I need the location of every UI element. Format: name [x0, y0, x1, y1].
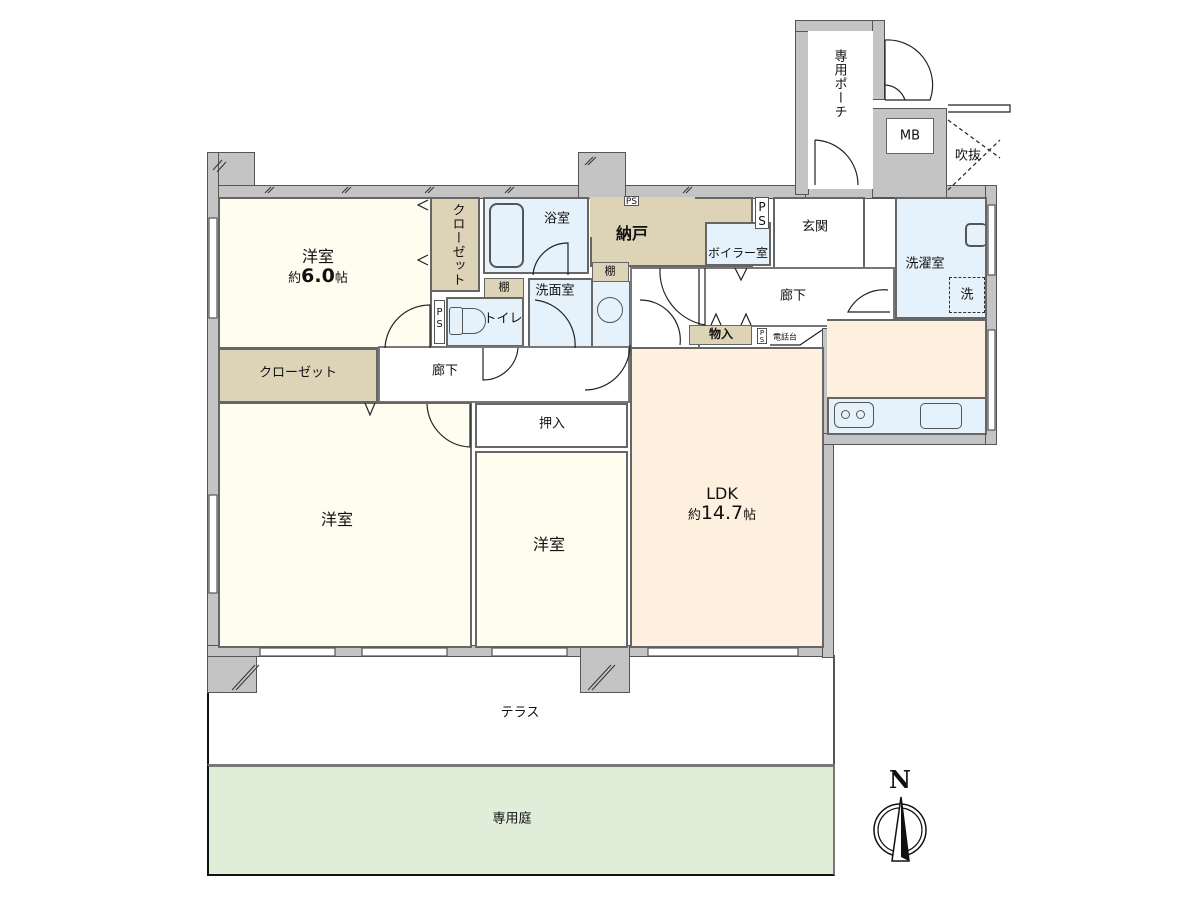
- private-garden-label: 専用庭: [492, 811, 532, 827]
- private-porch: [808, 31, 873, 189]
- western-room-1: [218, 197, 432, 349]
- phone-stand-label: 電話台: [773, 332, 797, 342]
- boiler-room-label: ボイラー室: [707, 246, 769, 261]
- ldk-kitchen-extension: [827, 319, 987, 399]
- washer-space: [949, 277, 985, 313]
- private-porch-label: 専用ポーチ: [831, 49, 847, 119]
- meter-box-label: MB: [899, 128, 921, 144]
- storage-nando-lower: [590, 197, 695, 237]
- storage-monoire: [689, 325, 752, 345]
- burner-right-icon: [856, 410, 865, 419]
- atrium-label: 吹抜: [954, 148, 982, 164]
- western-room-2-label: 洋室: [320, 509, 354, 529]
- closet-vertical: [430, 197, 480, 292]
- compass-north-label: N: [889, 765, 911, 795]
- washroom-label: 洗面室: [535, 283, 575, 299]
- closet-vertical-label: クローゼット: [449, 203, 465, 287]
- closet-horizontal-label: クローゼット: [258, 365, 338, 381]
- north-compass: N: [865, 765, 935, 865]
- hallway-1-label: 廊下: [431, 363, 459, 379]
- storage-monoire-label: 物入: [708, 327, 734, 342]
- storage-nando-label: 納戸: [615, 223, 649, 243]
- closet-horizontal: [218, 348, 378, 403]
- bathtub-icon: [489, 203, 524, 268]
- wall-top-mid-pillar: [578, 152, 626, 199]
- washer-space-label: 洗: [960, 287, 974, 303]
- closet-oshiire: [475, 403, 628, 448]
- wall-bottom-mid-pillar: [580, 645, 630, 693]
- ldk-area: 約14.7帖: [687, 502, 757, 525]
- hallway-2-label: 廊下: [779, 288, 807, 304]
- western-room-1-area: 約6.0帖: [288, 265, 348, 288]
- ldk-label: LDK 約14.7帖: [687, 483, 757, 525]
- sink-icon: [965, 223, 987, 247]
- private-garden-area: [207, 764, 835, 876]
- western-room-3: [475, 451, 628, 648]
- western-room-3-label: 洋室: [532, 534, 566, 554]
- kitchen-sink-icon: [920, 403, 962, 429]
- toilet-label: トイレ: [483, 311, 523, 327]
- bathroom-label: 浴室: [543, 211, 571, 227]
- western-room-2: [218, 402, 472, 648]
- hallway-1: [378, 346, 630, 403]
- boiler-room: [705, 222, 771, 266]
- entrance-label: 玄関: [801, 219, 829, 235]
- washbasin-icon: [597, 297, 623, 323]
- closet-oshiire-label: 押入: [538, 416, 566, 432]
- burner-left-icon: [841, 410, 850, 419]
- ps-nando: PS: [624, 196, 639, 207]
- meter-box: [886, 118, 934, 154]
- shelf-1-label: 棚: [498, 280, 510, 294]
- ldk: [630, 347, 824, 648]
- laundry-room-label: 洗濯室: [905, 256, 945, 272]
- laundry-room: [895, 197, 987, 319]
- toilet-seat-icon: [462, 308, 486, 334]
- entrance: [773, 197, 865, 269]
- stove-icon: [834, 402, 874, 428]
- terrace-area: [207, 655, 835, 767]
- western-room-1-label: 洋室 約6.0帖: [288, 246, 348, 288]
- terrace-label: テラス: [500, 705, 540, 721]
- compass-arrow-icon: [873, 796, 927, 862]
- shelf-2-label: 棚: [604, 264, 616, 278]
